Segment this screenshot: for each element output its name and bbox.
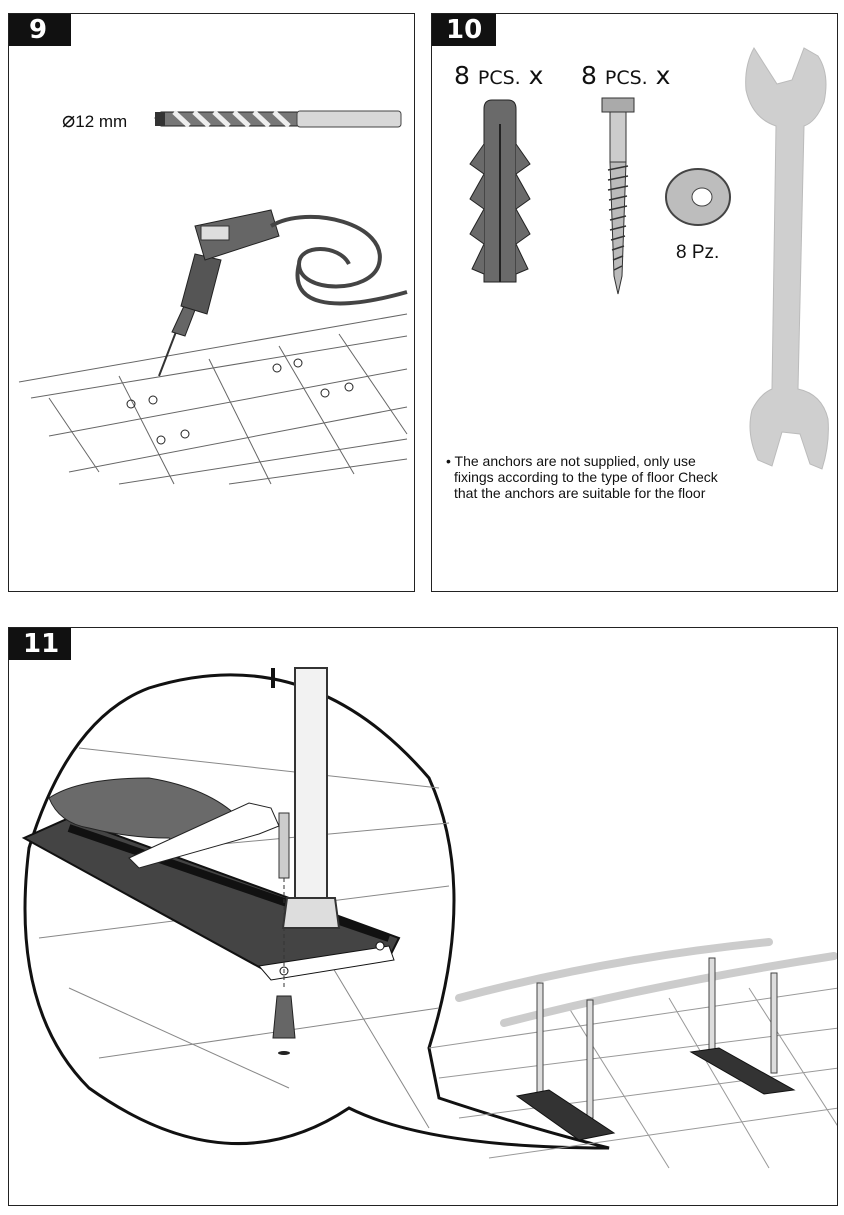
screw-qty-unit: PCS. — [604, 67, 648, 89]
parallel-bars-overview — [428, 938, 837, 1169]
screw-and-anchor-icon — [272, 812, 296, 1055]
fixing-illustration — [21, 667, 837, 1169]
anchor-qty-number: 8 — [454, 61, 470, 90]
note-line-3: that the anchors are suitable for the fl… — [454, 485, 706, 501]
step-10-panel: 10 8 PCS. x 8 PCS. x 8 Pz. — [431, 13, 838, 592]
floor-grid — [18, 313, 408, 485]
screw-qty-x: x — [655, 61, 671, 90]
screw-quantity: 8 PCS. x — [581, 61, 670, 90]
step-number-badge: 9 — [9, 14, 71, 46]
rail-post-icon — [271, 667, 341, 929]
drill-bit-size-label: ⌀12 mm — [62, 107, 127, 133]
anchor-qty-unit: PCS. — [477, 67, 521, 89]
note-line-1: The anchors are not supplied, only use — [454, 453, 696, 469]
note-bullet: • — [446, 453, 451, 469]
wrench-icon — [745, 47, 829, 470]
diameter-symbol: ⌀ — [62, 107, 76, 132]
step-9-panel: 9 ⌀12 mm — [8, 13, 415, 592]
hand-with-wrench-icon — [48, 777, 280, 869]
anchor-quantity: 8 PCS. x — [454, 61, 543, 90]
drill-bit-icon — [154, 110, 402, 128]
power-drill-icon — [158, 209, 408, 377]
hex-screw-icon — [601, 97, 635, 295]
step-number-badge: 10 — [432, 14, 496, 46]
drill-bit-size: 12 mm — [75, 112, 128, 131]
drilling-illustration — [18, 110, 408, 485]
note-line-2: fixings according to the type of floor C… — [454, 469, 718, 485]
anchor-note: • The anchors are not supplied, only use… — [446, 453, 718, 501]
drill-hole-marks — [126, 358, 354, 445]
screw-qty-number: 8 — [581, 61, 597, 90]
anchor-qty-x: x — [528, 61, 544, 90]
step-11-panel: 11 — [8, 627, 838, 1206]
step-number-badge: 11 — [9, 628, 71, 660]
washer-icon — [665, 168, 731, 226]
washer-quantity: 8 Pz. — [676, 242, 720, 263]
hardware-illustration — [469, 47, 829, 470]
wall-anchor-icon — [469, 99, 531, 283]
